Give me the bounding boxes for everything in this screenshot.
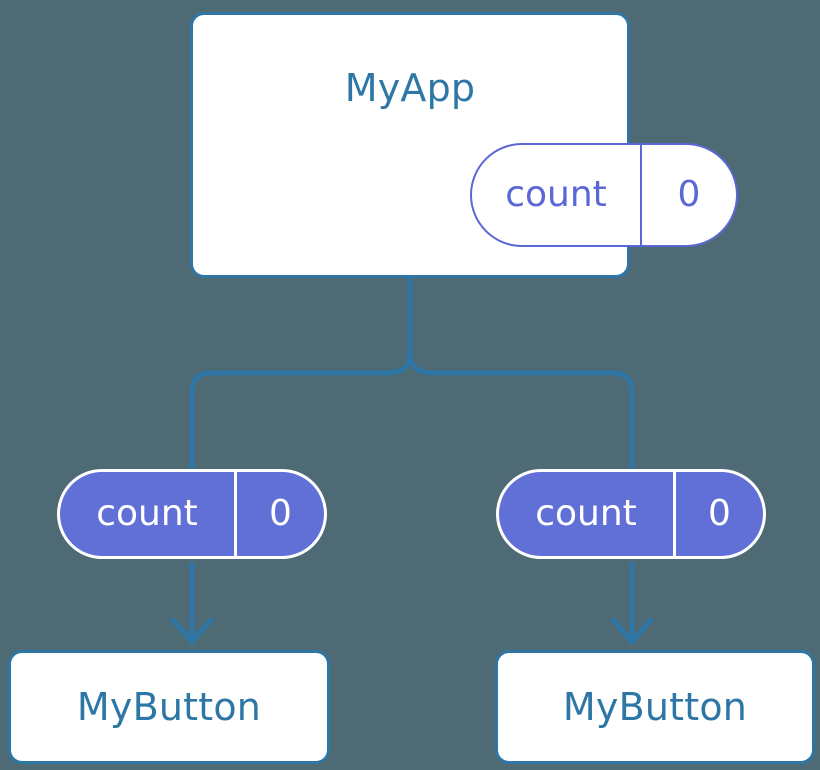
component-box-mybutton-right[interactable]: MyButton	[495, 650, 815, 764]
component-title-myapp: MyApp	[344, 66, 476, 110]
prop-value-label-right: 0	[673, 472, 763, 556]
prop-pill-left[interactable]: count 0	[57, 469, 327, 559]
arrowhead-left-icon	[170, 617, 214, 645]
state-value-label: 0	[640, 145, 736, 245]
arrowhead-right-icon	[610, 617, 654, 645]
component-title-mybutton-left: MyButton	[76, 685, 262, 729]
component-box-myapp[interactable]: MyApp count 0	[190, 12, 738, 278]
prop-key-label-left: count	[96, 493, 198, 534]
prop-key-label-right: count	[535, 493, 637, 534]
prop-pill-right[interactable]: count 0	[496, 469, 766, 559]
connector-fork-to-prop-right	[407, 351, 635, 470]
state-key-label: count	[505, 174, 607, 215]
component-title-mybutton-right: MyButton	[562, 685, 748, 729]
connector-fork-to-prop-left	[189, 351, 413, 470]
prop-value-label-left: 0	[234, 472, 324, 556]
state-pill-myapp[interactable]: count 0	[470, 143, 738, 247]
component-box-mybutton-left[interactable]: MyButton	[8, 650, 330, 764]
